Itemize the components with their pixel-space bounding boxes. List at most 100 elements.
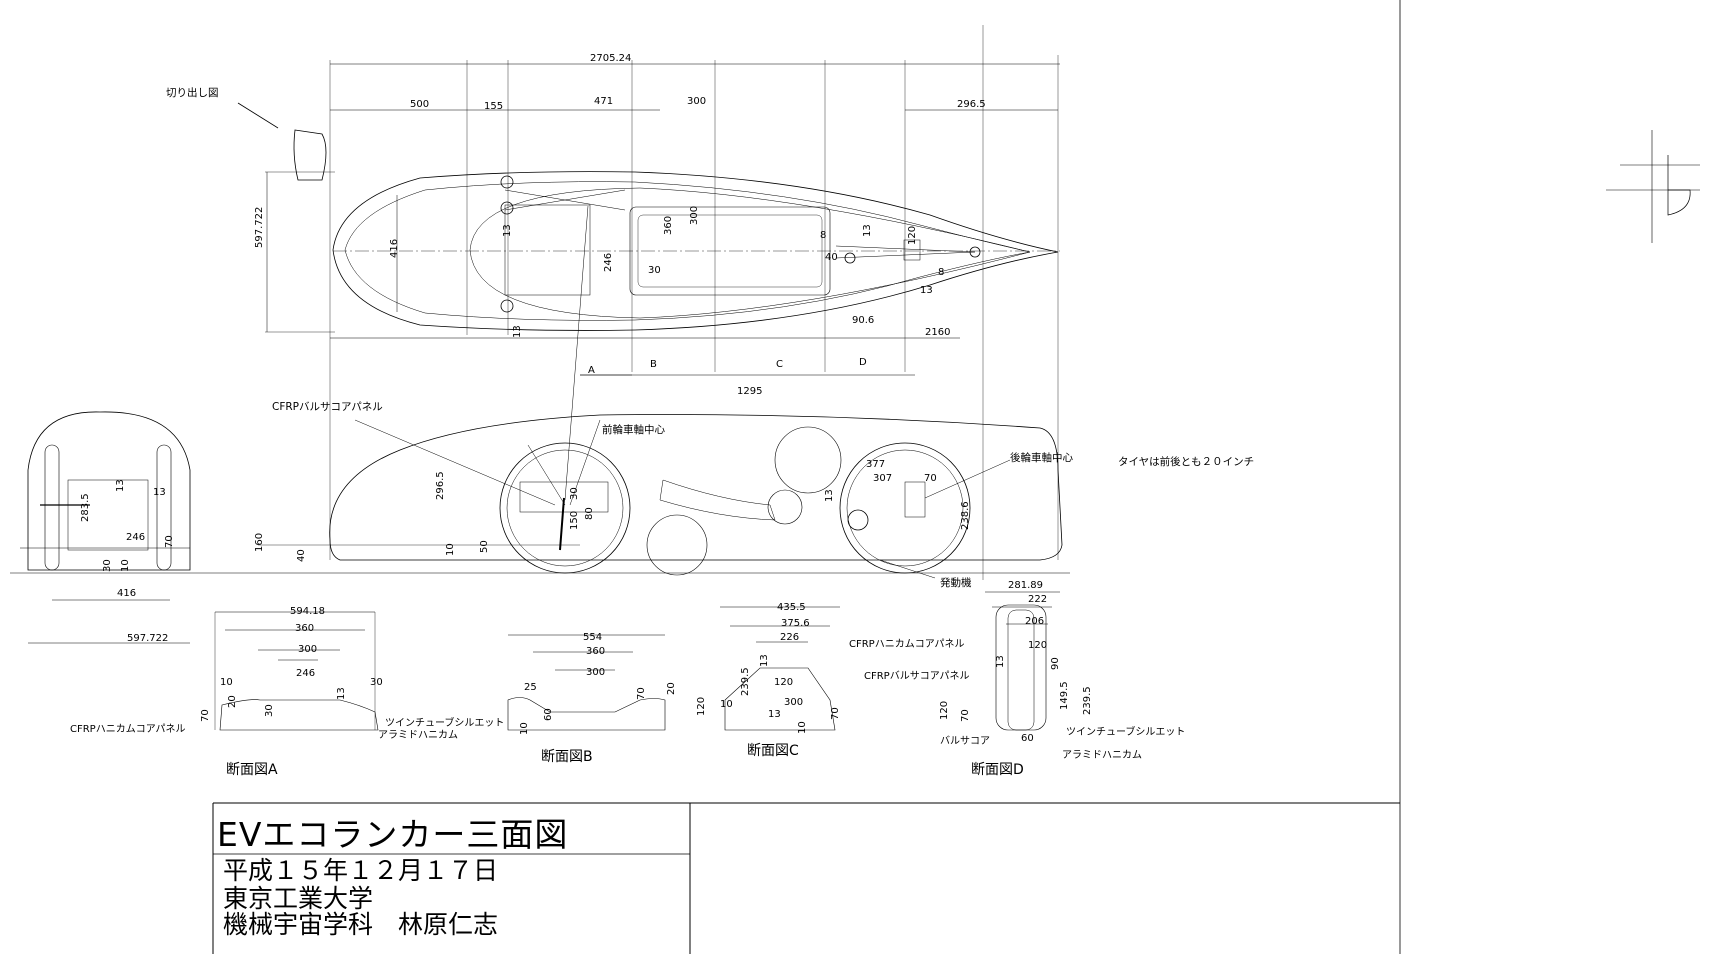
section-b-shape (507, 697, 666, 731)
dim-d-281-89: 281.89 (1008, 580, 1043, 591)
dim-top-155: 155 (484, 101, 503, 112)
dim-a-70: 70 (200, 709, 211, 722)
front-view-body (27, 411, 191, 571)
front-axle-label: 前輪車軸中心 (602, 423, 665, 436)
section-a-title: 断面図A (226, 762, 278, 778)
dim-side-80: 80 (584, 507, 595, 520)
dim-a-30-b: 30 (370, 677, 383, 688)
dim-inner-width: 416 (389, 239, 400, 258)
dim-d-239-5: 239.5 (1082, 686, 1093, 715)
dim-300: 300 (689, 206, 700, 225)
dim-front-246: 246 (126, 532, 145, 543)
dim-top-296-5: 296.5 (957, 99, 986, 110)
dim-c-120-a: 120 (774, 677, 793, 688)
dim-b-25: 25 (524, 682, 537, 693)
dim-overall-length: 2705.24 (590, 53, 631, 64)
dim-d-120-b: 120 (939, 701, 950, 720)
dim-a-300: 300 (298, 644, 317, 655)
dim-side-30: 30 (569, 487, 580, 500)
dim-side-150: 150 (569, 511, 580, 530)
dim-13-c: 13 (920, 285, 933, 296)
dim-side-10: 10 (445, 543, 456, 556)
dim-c-435-5: 435.5 (777, 602, 806, 613)
dim-c-375-6: 375.6 (781, 618, 810, 629)
dim-c-226: 226 (780, 632, 799, 643)
dim-c-120-b: 120 (696, 697, 707, 716)
dim-c-10-b: 10 (797, 721, 808, 734)
tire-note: タイヤは前後とも２０インチ (1118, 455, 1254, 468)
dim-front-10: 10 (120, 559, 131, 572)
section-c-title: 断面図C (747, 743, 799, 759)
dim-side-40: 40 (296, 549, 307, 562)
dim-front-416: 416 (117, 588, 136, 599)
section-a-aramid-label: アラミドハニカム (378, 729, 458, 741)
dim-c-13-a: 13 (759, 654, 770, 667)
engine-label: 発動機 (940, 576, 972, 589)
dim-width: 597.722 (254, 207, 265, 248)
engine-circle (847, 509, 869, 531)
dim-front-13-b: 13 (153, 487, 166, 498)
dim-40: 40 (825, 252, 838, 263)
dim-top-471: 471 (594, 96, 613, 107)
dim-13-d: 13 (512, 325, 523, 338)
dim-d-206: 206 (1025, 616, 1044, 627)
dim-side-50: 50 (479, 540, 490, 553)
dim-120: 120 (907, 226, 918, 245)
dim-8-b: 8 (938, 267, 944, 278)
section-a-shape (219, 699, 379, 731)
dim-front-13-a: 13 (115, 479, 126, 492)
dim-d-222: 222 (1028, 594, 1047, 605)
dim-13-a: 13 (502, 224, 513, 237)
drawing-title: EVエコランカー三面図 (217, 815, 569, 854)
drawing-date: 平成１５年１２月１７日 (223, 856, 499, 885)
dim-b-60: 60 (543, 708, 554, 721)
dim-30: 30 (648, 265, 661, 276)
dim-side-377: 377 (866, 459, 885, 470)
section-marker-a: A (588, 365, 595, 376)
dim-2160: 2160 (925, 327, 950, 338)
dim-8-a: 8 (820, 230, 826, 241)
cutout-sketch (293, 129, 327, 181)
section-d-title: 断面図D (971, 762, 1024, 778)
dim-front-597-722: 597.722 (127, 633, 168, 644)
dim-top-500: 500 (410, 99, 429, 110)
cutout-label: 切り出し図 (166, 86, 219, 99)
dim-a-10: 10 (220, 677, 233, 688)
dim-d-90: 90 (1050, 657, 1061, 670)
dim-side-70: 70 (924, 473, 937, 484)
rear-axle-label: 後輪車軸中心 (1010, 451, 1073, 464)
section-marker-b: B (650, 359, 657, 370)
dim-d-70: 70 (960, 709, 971, 722)
dim-c-239-5: 239.5 (740, 667, 751, 696)
dim-c-70: 70 (830, 707, 841, 720)
dim-a-594-18: 594.18 (290, 606, 325, 617)
section-d-cfrp-honeycomb-label: CFRPハニカムコアパネル (849, 638, 965, 650)
dim-side-238-6: 238.6 (960, 501, 971, 530)
dim-b-20: 20 (666, 682, 677, 695)
dim-b-70: 70 (636, 687, 647, 700)
dim-b-554: 554 (583, 632, 602, 643)
section-a-twin-tube-label: ツインチューブシルエット (385, 716, 504, 729)
dim-d-149-5: 149.5 (1059, 681, 1070, 710)
dim-b-360: 360 (586, 646, 605, 657)
dim-side-13: 13 (824, 489, 835, 502)
dim-side-296-5: 296.5 (435, 471, 446, 500)
section-marker-d: D (859, 357, 867, 368)
dim-top-300: 300 (687, 96, 706, 107)
dim-a-20: 20 (227, 695, 238, 708)
dim-a-246: 246 (296, 668, 315, 679)
dim-a-13: 13 (336, 687, 347, 700)
dim-360: 360 (663, 216, 674, 235)
side-view-body (329, 414, 1063, 561)
dim-1295: 1295 (737, 386, 762, 397)
section-marker-c: C (776, 359, 783, 370)
department-author: 機械宇宙学科 林原仁志 (223, 910, 499, 939)
front-wheel (499, 442, 631, 574)
section-d-balsa-core-label: バルサコア (940, 735, 990, 747)
dim-front-283-5: 283.5 (80, 493, 91, 522)
cfrp-balsa-label: CFRPバルサコアパネル (272, 401, 383, 413)
dim-d-13: 13 (995, 655, 1006, 668)
dim-d-120-a: 120 (1028, 640, 1047, 651)
dim-90-6: 90.6 (852, 315, 874, 326)
